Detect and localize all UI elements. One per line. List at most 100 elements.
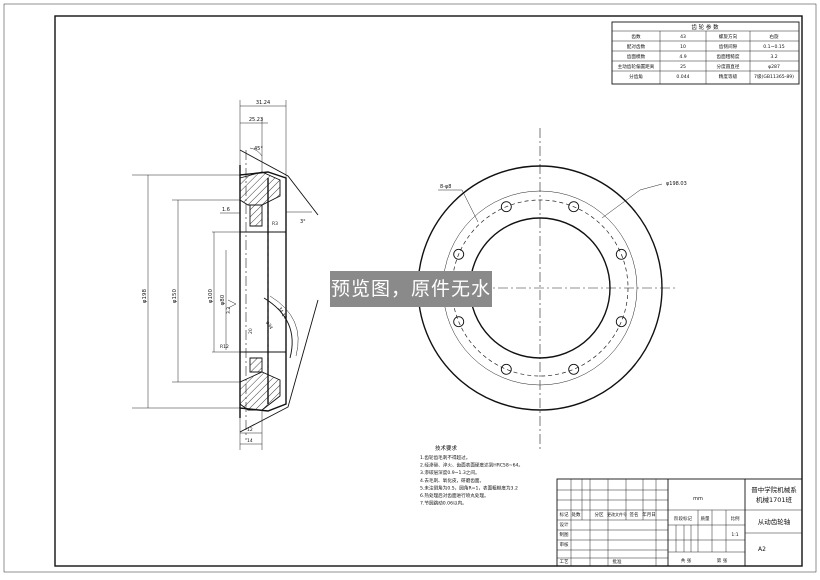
section-hatch-top xyxy=(239,171,281,206)
bolt-hole xyxy=(453,248,465,260)
dim-d-large-label: φ198 xyxy=(142,288,148,303)
tech-line: 1.齿轮齿毛刺不得超过。 xyxy=(420,454,470,461)
param-cell: 齿数 xyxy=(631,33,641,40)
cone-top xyxy=(239,149,319,216)
section-hatch-top-2 xyxy=(249,204,263,227)
bolt-hole xyxy=(500,363,512,375)
tech-requirements: 技术要求 1.齿轮齿毛刺不得超过。2.经渗碳、淬火、齿面表面硬度达到HRC58~… xyxy=(420,444,523,507)
tb-check: 审核 xyxy=(560,541,569,548)
tb-design: 设计 xyxy=(560,521,569,528)
dim-top-outer-label: 31.24 xyxy=(256,100,270,106)
bolt-hole xyxy=(615,316,627,328)
bolt-hole xyxy=(568,363,580,375)
chamfer-label: 1.6 xyxy=(222,207,230,213)
param-cell: 25 xyxy=(680,64,686,70)
tech-lines: 1.齿轮齿毛刺不得超过。2.经渗碳、淬火、齿面表面硬度达到HRC58~64。3.… xyxy=(420,454,523,507)
param-cell: 分齿角 xyxy=(629,73,643,80)
dim-d-mid-label: φ150 xyxy=(172,288,178,303)
tooth-arc xyxy=(263,297,293,359)
dim-bottom-1-label: 12 xyxy=(247,427,253,433)
tb-unit: mm xyxy=(693,496,703,502)
roughness-symbol xyxy=(227,299,237,309)
param-cell: 7级(GB11365-89) xyxy=(754,73,794,80)
param-cell: 右旋 xyxy=(769,33,779,40)
outer-border xyxy=(3,3,817,573)
tb-size: A2 xyxy=(758,546,766,553)
tech-line: 3.渗碳层深度0.9~1.3之间。 xyxy=(420,469,480,476)
bolt-holes xyxy=(453,201,627,375)
param-cell: 齿侧间隙 xyxy=(719,43,738,50)
tech-line: 5.未注倒角为0.5，圆角R=1，表面粗糙度为3.2 xyxy=(420,484,518,491)
cone-bottom xyxy=(239,299,319,433)
angle-a-label: 45° xyxy=(254,146,263,152)
dim-d-small-label: φ100 xyxy=(208,288,214,303)
tb-sign: 签名 xyxy=(630,511,639,518)
bolt-leader xyxy=(438,189,479,223)
param-cell: 3.2 xyxy=(770,54,777,60)
param-cell: 螺旋方向 xyxy=(719,33,738,40)
param-cell: 配对齿数 xyxy=(627,43,646,50)
roughness-label: 3.2 xyxy=(226,307,232,314)
radius-label: R3 xyxy=(272,221,278,227)
param-cell: 0.1~0.15 xyxy=(763,44,784,50)
tb-approve: 批准 xyxy=(613,558,622,565)
tech-line: 2.经渗碳、淬火、齿面表面硬度达到HRC58~64。 xyxy=(420,462,523,469)
dim-top-inner-label: 25.23 xyxy=(249,117,263,123)
param-cell: 齿面粗糙度 xyxy=(717,53,740,60)
param-cell: 主动齿轮偏置距离 xyxy=(618,63,655,70)
bolt-hole xyxy=(568,201,580,213)
tb-zone: 分区 xyxy=(595,511,604,518)
tb-draw: 制图 xyxy=(560,531,569,538)
section-hatch-bottom xyxy=(239,371,281,411)
angle-b-label: 3° xyxy=(300,219,306,225)
dim-bottom-2-label: 14 xyxy=(247,438,253,444)
bolt-label: 8-φ8 xyxy=(440,184,451,190)
tech-line: 7.节圆跳动0.06以内。 xyxy=(420,500,467,507)
bottom-ref-label: R12 xyxy=(220,344,229,350)
tb-sheets-total: 共 张 xyxy=(681,557,692,564)
tech-title: 技术要求 xyxy=(435,444,458,452)
circle-label: φ198.03 xyxy=(666,181,687,187)
section-hatch-bottom-2 xyxy=(249,357,263,373)
param-cell: 分度圆直径 xyxy=(717,63,740,70)
tb-doc: 更改文件号 xyxy=(607,511,627,517)
tb-class: 机械1701班 xyxy=(756,495,793,504)
bolt-hole xyxy=(453,316,465,328)
tb-stage: 阶段标记 xyxy=(674,515,692,522)
param-table-header: 齿 轮 参 数 xyxy=(691,23,719,31)
param-cell: 10 xyxy=(680,44,686,50)
tb-date: 年月日 xyxy=(642,511,656,518)
tb-process: 工艺 xyxy=(560,559,569,565)
title-block: 标记 处数 分区 更改文件号 签名 年月日 设计 制图 审核 工艺 批准 mm … xyxy=(556,478,803,567)
tb-count: 处数 xyxy=(572,511,581,518)
tb-sheet-no: 第 张 xyxy=(717,557,728,564)
param-cell: 4.9 xyxy=(679,54,686,60)
dim-d-inner-label: φ80 xyxy=(220,294,226,305)
param-cell: 精度等级 xyxy=(719,73,738,80)
slant-1-label: 34.14 xyxy=(276,306,288,320)
tb-part-name: 从动齿轮轴 xyxy=(758,517,791,526)
param-cell: 0.044 xyxy=(676,74,689,80)
tech-line: 6.热处理后对齿面进行喷丸处理。 xyxy=(420,492,489,499)
tb-ratio: 比例 xyxy=(731,515,740,522)
hub-outline xyxy=(239,165,287,418)
bolt-hole xyxy=(500,201,512,213)
step-label: 20 xyxy=(248,328,254,334)
tb-school: 晋中学院机械系 xyxy=(751,485,797,494)
angle-arc xyxy=(249,147,263,157)
tb-mark: 标记 xyxy=(560,511,569,518)
tech-line: 4.去毛刺、氧化皮，研磨齿面。 xyxy=(420,477,484,484)
tb-weight: 质量 xyxy=(701,515,710,522)
slant-2-label: φ34 xyxy=(264,320,274,331)
inner-frame xyxy=(54,15,803,567)
bolt-hole xyxy=(615,248,627,260)
circle-leader xyxy=(601,183,663,219)
watermark-banner: 预览图，原件无水印 xyxy=(330,271,492,336)
param-cell: 齿面模数 xyxy=(627,53,646,60)
side-section-view: φ198 φ150 φ100 φ80 31.24 25.23 45° 1.6 3… xyxy=(132,100,319,450)
tooth-arc-2 xyxy=(269,295,299,357)
tb-scale: 1:1 xyxy=(731,532,738,538)
